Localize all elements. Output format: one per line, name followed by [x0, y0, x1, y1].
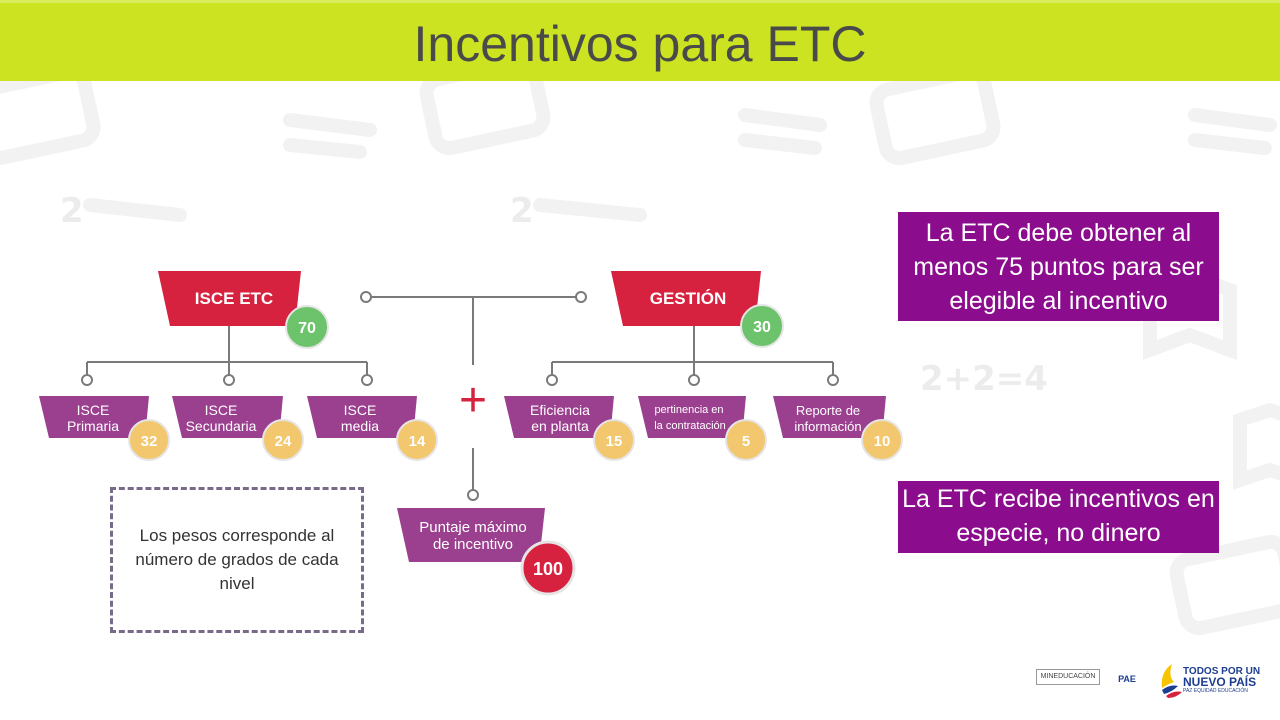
reporte-points: 10	[874, 433, 891, 450]
connector-node	[688, 374, 700, 386]
isce-primaria-points: 32	[141, 433, 158, 450]
reporte-node: Reporte de información 10	[773, 396, 903, 461]
connector-node	[575, 291, 587, 303]
todos-line-2: NUEVO PAÍS	[1183, 675, 1257, 689]
colombia-flag-icon	[1161, 664, 1182, 698]
eficiencia-node: Eficiencia en planta 15	[504, 396, 635, 461]
connector-node	[360, 291, 372, 303]
pae-logo-text: PAE	[1118, 674, 1136, 684]
isce-media-points: 14	[409, 433, 426, 450]
plus-sign: +	[459, 374, 487, 427]
total-points: 100	[533, 559, 563, 579]
svg-text:2: 2	[60, 191, 84, 231]
svg-text:2: 2	[510, 191, 534, 231]
isce-primaria-label-2: Primaria	[67, 418, 119, 434]
weights-note: Los pesos corresponde al número de grado…	[110, 487, 364, 633]
isce-secundaria-points: 24	[275, 433, 292, 450]
total-label-1: Puntaje máximo	[419, 519, 527, 536]
todos-line-3: PAZ EQUIDAD EDUCACIÓN	[1183, 688, 1248, 694]
isce-etc-node: ISCE ETC 70	[158, 271, 329, 349]
total-label-2: de incentivo	[433, 536, 513, 553]
isce-secundaria-label-2: Secundaria	[186, 418, 257, 434]
title-bar: Incentivos para ETC	[0, 0, 1280, 81]
isce-secundaria-label-1: ISCE	[205, 402, 238, 418]
isce-media-label-1: ISCE	[344, 402, 377, 418]
weights-note-text: Los pesos corresponde al número de grado…	[135, 526, 339, 593]
gestion-node: GESTIÓN 30	[611, 271, 784, 348]
eficiencia-points: 15	[606, 433, 623, 450]
footer-logos: MINEDUCACIÓN PAE TODOS POR UN NUEVO PAÍS…	[1030, 656, 1270, 706]
pertinencia-label-1: pertinencia en	[654, 404, 723, 416]
connector-node	[827, 374, 839, 386]
pertinencia-label-2: la contratación	[654, 420, 726, 432]
reporte-label-2: información	[794, 419, 861, 434]
reporte-label-1: Reporte de	[796, 403, 860, 418]
total-node: Puntaje máximo de incentivo 100	[397, 508, 576, 596]
pertinencia-points: 5	[742, 433, 750, 450]
pae-logo: PAE	[1116, 662, 1138, 696]
isce-primaria-node: ISCE Primaria 32	[39, 396, 170, 461]
connector-node	[361, 374, 373, 386]
isce-etc-label: ISCE ETC	[195, 289, 273, 308]
isce-etc-points: 70	[298, 320, 316, 337]
gestion-label: GESTIÓN	[650, 289, 727, 308]
mineducacion-logo: MINEDUCACIÓN	[1036, 669, 1100, 685]
connector-node	[467, 489, 479, 501]
todos-por-un-nuevo-pais-logo: TODOS POR UN NUEVO PAÍS PAZ EQUIDAD EDUC…	[1183, 666, 1263, 695]
svg-text:2+2=4: 2+2=4	[920, 359, 1048, 399]
in-kind-incentive-callout: La ETC recibe incentivos en especie, no …	[898, 481, 1219, 553]
eficiencia-label-2: en planta	[531, 418, 589, 434]
eficiencia-label-1: Eficiencia	[530, 402, 590, 418]
minimum-points-callout: La ETC debe obtener al menos 75 puntos p…	[898, 212, 1219, 321]
todos-line-1: TODOS POR UN	[1183, 666, 1261, 677]
connector-node	[546, 374, 558, 386]
isce-media-node: ISCE media 14	[307, 396, 438, 461]
connector-node	[81, 374, 93, 386]
gestion-points: 30	[753, 319, 771, 336]
isce-media-label-2: media	[341, 418, 379, 434]
pertinencia-node: pertinencia en la contratación 5	[638, 396, 767, 461]
isce-primaria-label-1: ISCE	[77, 402, 110, 418]
isce-secundaria-node: ISCE Secundaria 24	[172, 396, 304, 461]
page-title: Incentivos para ETC	[413, 16, 867, 72]
connector-node	[223, 374, 235, 386]
